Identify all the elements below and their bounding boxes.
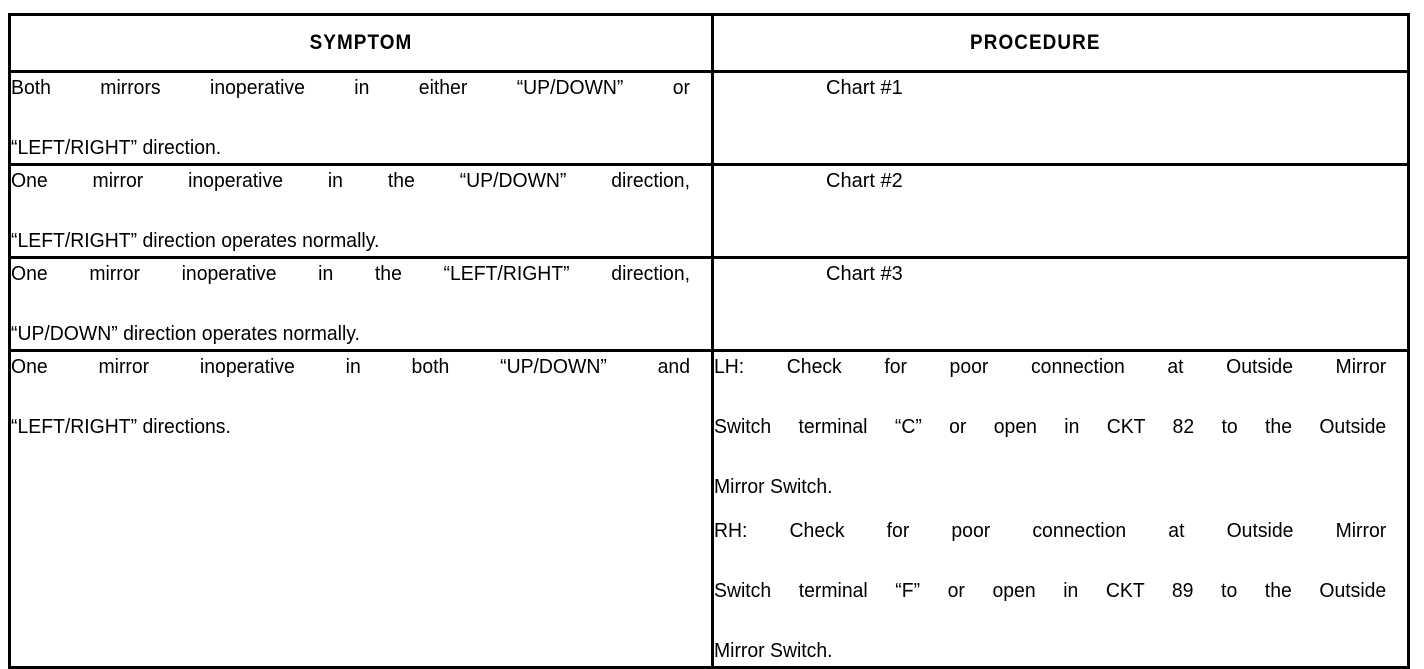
procedure-line: Switch terminal “F” or open in CKT 89 to…	[714, 580, 1387, 602]
symptom-cell: One mirror inoperative in the “UP/DOWN” …	[8, 163, 714, 259]
procedure-line: Switch terminal “C” or open in CKT 82 to…	[714, 416, 1387, 438]
procedure-cell: LH: Check for poor connection at Outside…	[711, 349, 1410, 669]
chart-reference: Chart #3	[826, 263, 903, 285]
symptom-line: One mirror inoperative in the “UP/DOWN” …	[11, 170, 690, 192]
symptom-text: Both mirrors inoperative in either “UP/D…	[11, 73, 690, 163]
symptom-line: “UP/DOWN” direction operates normally.	[11, 323, 360, 345]
column-header-procedure-label: PROCEDURE	[970, 31, 1101, 54]
chart-reference: Chart #1	[826, 77, 903, 99]
procedure-line: Mirror Switch.	[714, 476, 833, 498]
symptom-line: “LEFT/RIGHT” directions.	[11, 416, 231, 438]
table-header: SYMPTOM PROCEDURE	[8, 13, 1410, 73]
symptom-cell: Both mirrors inoperative in either “UP/D…	[8, 70, 714, 166]
column-header-procedure: PROCEDURE	[711, 13, 1410, 73]
table-row: One mirror inoperative in the “LEFT/RIGH…	[8, 256, 1410, 352]
column-header-symptom: SYMPTOM	[8, 13, 714, 73]
procedure-cell: Chart #3	[711, 256, 1410, 352]
table-row: One mirror inoperative in the “UP/DOWN” …	[8, 163, 1410, 259]
column-header-symptom-label: SYMPTOM	[309, 31, 413, 54]
chart-reference: Chart #2	[826, 170, 903, 192]
symptom-line: One mirror inoperative in the “LEFT/RIGH…	[11, 263, 690, 285]
symptom-line: “LEFT/RIGHT” direction operates normally…	[11, 230, 380, 252]
symptom-line: One mirror inoperative in both “UP/DOWN”…	[11, 356, 690, 378]
diagnostic-table: SYMPTOM PROCEDURE Both mirrors inoperati…	[8, 13, 1410, 669]
table-body: Both mirrors inoperative in either “UP/D…	[8, 70, 1410, 669]
symptom-text: One mirror inoperative in the “UP/DOWN” …	[11, 166, 690, 256]
procedure-line: Mirror Switch.	[714, 640, 833, 662]
symptom-text: One mirror inoperative in both “UP/DOWN”…	[11, 352, 690, 442]
table-row: Both mirrors inoperative in either “UP/D…	[8, 70, 1410, 166]
procedure-cell: Chart #2	[711, 163, 1410, 259]
procedure-paragraph-lh: LH: Check for poor connection at Outside…	[714, 352, 1386, 502]
symptom-text: One mirror inoperative in the “LEFT/RIGH…	[11, 259, 690, 349]
symptom-cell: One mirror inoperative in both “UP/DOWN”…	[8, 349, 714, 669]
symptom-line: “LEFT/RIGHT” direction.	[11, 137, 222, 159]
symptom-line: Both mirrors inoperative in either “UP/D…	[11, 77, 690, 99]
procedure-paragraph-rh: RH: Check for poor connection at Outside…	[714, 516, 1386, 666]
procedure-line: LH: Check for poor connection at Outside…	[714, 356, 1387, 378]
procedure-line: RH: Check for poor connection at Outside…	[714, 520, 1387, 542]
procedure-cell: Chart #1	[711, 70, 1410, 166]
symptom-cell: One mirror inoperative in the “LEFT/RIGH…	[8, 256, 714, 352]
table-row: One mirror inoperative in both “UP/DOWN”…	[8, 349, 1410, 669]
header-row: SYMPTOM PROCEDURE	[8, 13, 1410, 73]
scanned-page: SYMPTOM PROCEDURE Both mirrors inoperati…	[8, 13, 1410, 669]
